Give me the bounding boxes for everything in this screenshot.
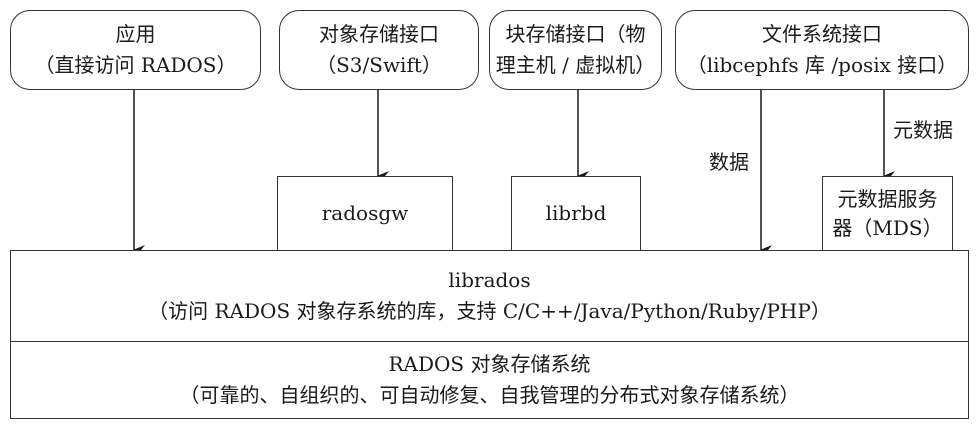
file-system-subtitle: （libcephfs 库 /posix 接口）	[686, 53, 958, 77]
app-box-title: 应用	[115, 22, 156, 46]
file-system-box: 文件系统接口 （libcephfs 库 /posix 接口）	[675, 10, 969, 90]
app-box-subtitle: （直接访问 RADOS）	[34, 53, 237, 77]
librados-layer: librados （访问 RADOS 对象存系统的库，支持 C/C++/Java…	[10, 250, 969, 342]
object-storage-box: 对象存储接口 （S3/Swift）	[279, 10, 479, 90]
block-storage-line1: 块存储接口（物	[505, 22, 646, 46]
radosgw-label: radosgw	[321, 201, 409, 225]
mds-line2: 器（MDS）	[832, 215, 943, 240]
mds-box: 元数据服务 器（MDS）	[822, 176, 953, 251]
block-storage-line2: 理主机 / 虚拟机）	[495, 53, 656, 77]
librados-title: librados	[448, 268, 531, 292]
rados-description: （可靠的、自组织的、可自动修复、自我管理的分布式对象存储系统）	[179, 383, 800, 407]
block-storage-box: 块存储接口（物 理主机 / 虚拟机）	[489, 10, 662, 90]
object-storage-subtitle: （S3/Swift）	[316, 53, 442, 77]
librbd-box: librbd	[511, 176, 641, 251]
metadata-edge-label: 元数据	[893, 118, 953, 142]
mds-line1: 元数据服务	[837, 186, 938, 211]
radosgw-box: radosgw	[277, 176, 453, 251]
data-edge-label: 数据	[709, 150, 749, 174]
object-storage-title: 对象存储接口	[319, 22, 439, 46]
file-system-title: 文件系统接口	[762, 22, 882, 46]
librados-description: （访问 RADOS 对象存系统的库，支持 C/C++/Java/Python/R…	[148, 299, 831, 323]
rados-title: RADOS 对象存储系统	[388, 352, 591, 376]
app-box: 应用 （直接访问 RADOS）	[10, 10, 261, 90]
rados-layer: RADOS 对象存储系统 （可靠的、自组织的、可自动修复、自我管理的分布式对象存…	[10, 341, 969, 419]
librbd-label: librbd	[545, 201, 607, 225]
